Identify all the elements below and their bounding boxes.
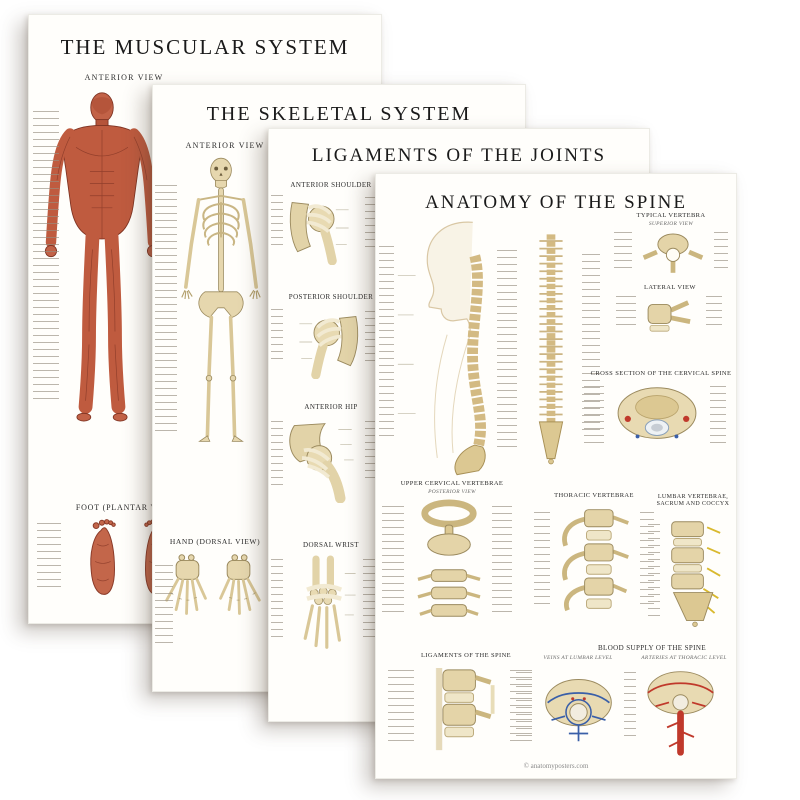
posterior-spine-illustration [538, 234, 564, 465]
lumbar-sacrum-label: LUMBAR VERTEBRAE, SACRUM AND COCCYX [656, 494, 730, 508]
micro-labels [33, 111, 59, 401]
typical-vertebra-label: TYPICAL VERTEBRA [636, 212, 706, 219]
micro-labels [379, 246, 394, 436]
foot-plantar-view-label: FOOT (PLANTAR VIEW) [75, 503, 179, 512]
micro-labels [710, 386, 726, 444]
upper-cervical-label: UPPER CERVICAL VERTEBRAE [400, 480, 504, 487]
micro-labels [271, 559, 283, 639]
hand-dorsal-illustration [165, 554, 261, 615]
micro-labels [271, 195, 283, 251]
lumbar-sacrum-illustration [671, 521, 721, 627]
anterior-hip-illustration [289, 423, 354, 503]
skeleton-figure-illustration [181, 157, 261, 442]
micro-labels [584, 386, 604, 444]
dorsal-wrist-illustration [303, 555, 356, 649]
micro-labels [714, 232, 728, 270]
skeletal-title: THE SKELETAL SYSTEM [206, 103, 472, 125]
micro-labels [706, 296, 722, 330]
lateral-spine-illustration [397, 221, 486, 476]
spine-ligaments-illustration [435, 667, 495, 751]
muscular-figure-illustration [44, 92, 160, 422]
micro-labels [624, 672, 636, 736]
micro-labels [388, 670, 414, 746]
anterior-shoulder-illustration [289, 201, 349, 265]
blood-supply-label: BLOOD SUPPLY OF THE SPINE [597, 644, 707, 652]
hand-dorsal-view-label: HAND (DORSAL VIEW) [169, 537, 261, 546]
spine-title: ANATOMY OF THE SPINE [425, 192, 687, 213]
anterior-shoulder-label: ANTERIOR SHOULDER [290, 181, 372, 189]
dorsal-wrist-label: DORSAL WRIST [303, 541, 359, 549]
micro-labels [155, 565, 173, 645]
micro-labels [382, 506, 404, 612]
cervical-cross-section-illustration [617, 387, 697, 439]
arteries-thoracic-label: ARTERIES AT THORACIC LEVEL [641, 655, 727, 661]
micro-labels [363, 559, 375, 639]
thoracic-label: THORACIC VERTEBRAE [554, 492, 634, 499]
micro-labels [648, 524, 660, 620]
thoracic-illustration [562, 509, 629, 612]
micro-labels [365, 197, 377, 249]
upper-cervical-illustration [417, 499, 481, 617]
skeletal-anterior-view-label: ANTERIOR VIEW [185, 141, 265, 150]
micro-labels [516, 672, 532, 736]
ligaments-of-spine-label: LIGAMENTS OF THE SPINE [420, 652, 512, 659]
micro-labels [614, 232, 632, 270]
lateral-vertebra-illustration [647, 300, 691, 332]
micro-labels [492, 506, 512, 612]
arteries-thoracic-illustration [647, 671, 714, 756]
typical-vertebra-illustration [642, 233, 704, 273]
poster-anatomy-spine: ANATOMY OF THE SPINE TYPICAL VERTEBRA SU… [375, 173, 737, 779]
superior-view-label: SUPERIOR VIEW [648, 221, 694, 227]
anterior-hip-label: ANTERIOR HIP [304, 403, 358, 411]
muscular-title: THE MUSCULAR SYSTEM [60, 35, 350, 59]
veins-lumbar-label: VEINS AT LUMBAR LEVEL [543, 655, 613, 661]
spine-footer-credit: © anatomyposters.com [523, 762, 589, 770]
posterior-shoulder-illustration [299, 315, 359, 379]
muscular-anterior-view-label: ANTERIOR VIEW [84, 73, 164, 82]
micro-labels [271, 421, 283, 485]
micro-labels [534, 512, 550, 604]
posterior-shoulder-label: POSTERIOR SHOULDER [288, 293, 374, 301]
veins-lumbar-illustration [545, 679, 612, 742]
ligaments-title: LIGAMENTS OF THE JOINTS [311, 145, 607, 166]
micro-labels [155, 185, 177, 435]
micro-labels [271, 309, 283, 365]
micro-labels [365, 311, 377, 361]
micro-labels [37, 523, 61, 591]
posterior-view-label: POSTERIOR VIEW [428, 489, 476, 495]
micro-labels [365, 421, 377, 481]
micro-labels [616, 296, 636, 330]
cross-section-cervical-label: CROSS SECTION OF THE CERVICAL SPINE [590, 370, 732, 377]
lateral-view-label: LATERAL VIEW [644, 284, 696, 291]
micro-labels [497, 250, 517, 450]
